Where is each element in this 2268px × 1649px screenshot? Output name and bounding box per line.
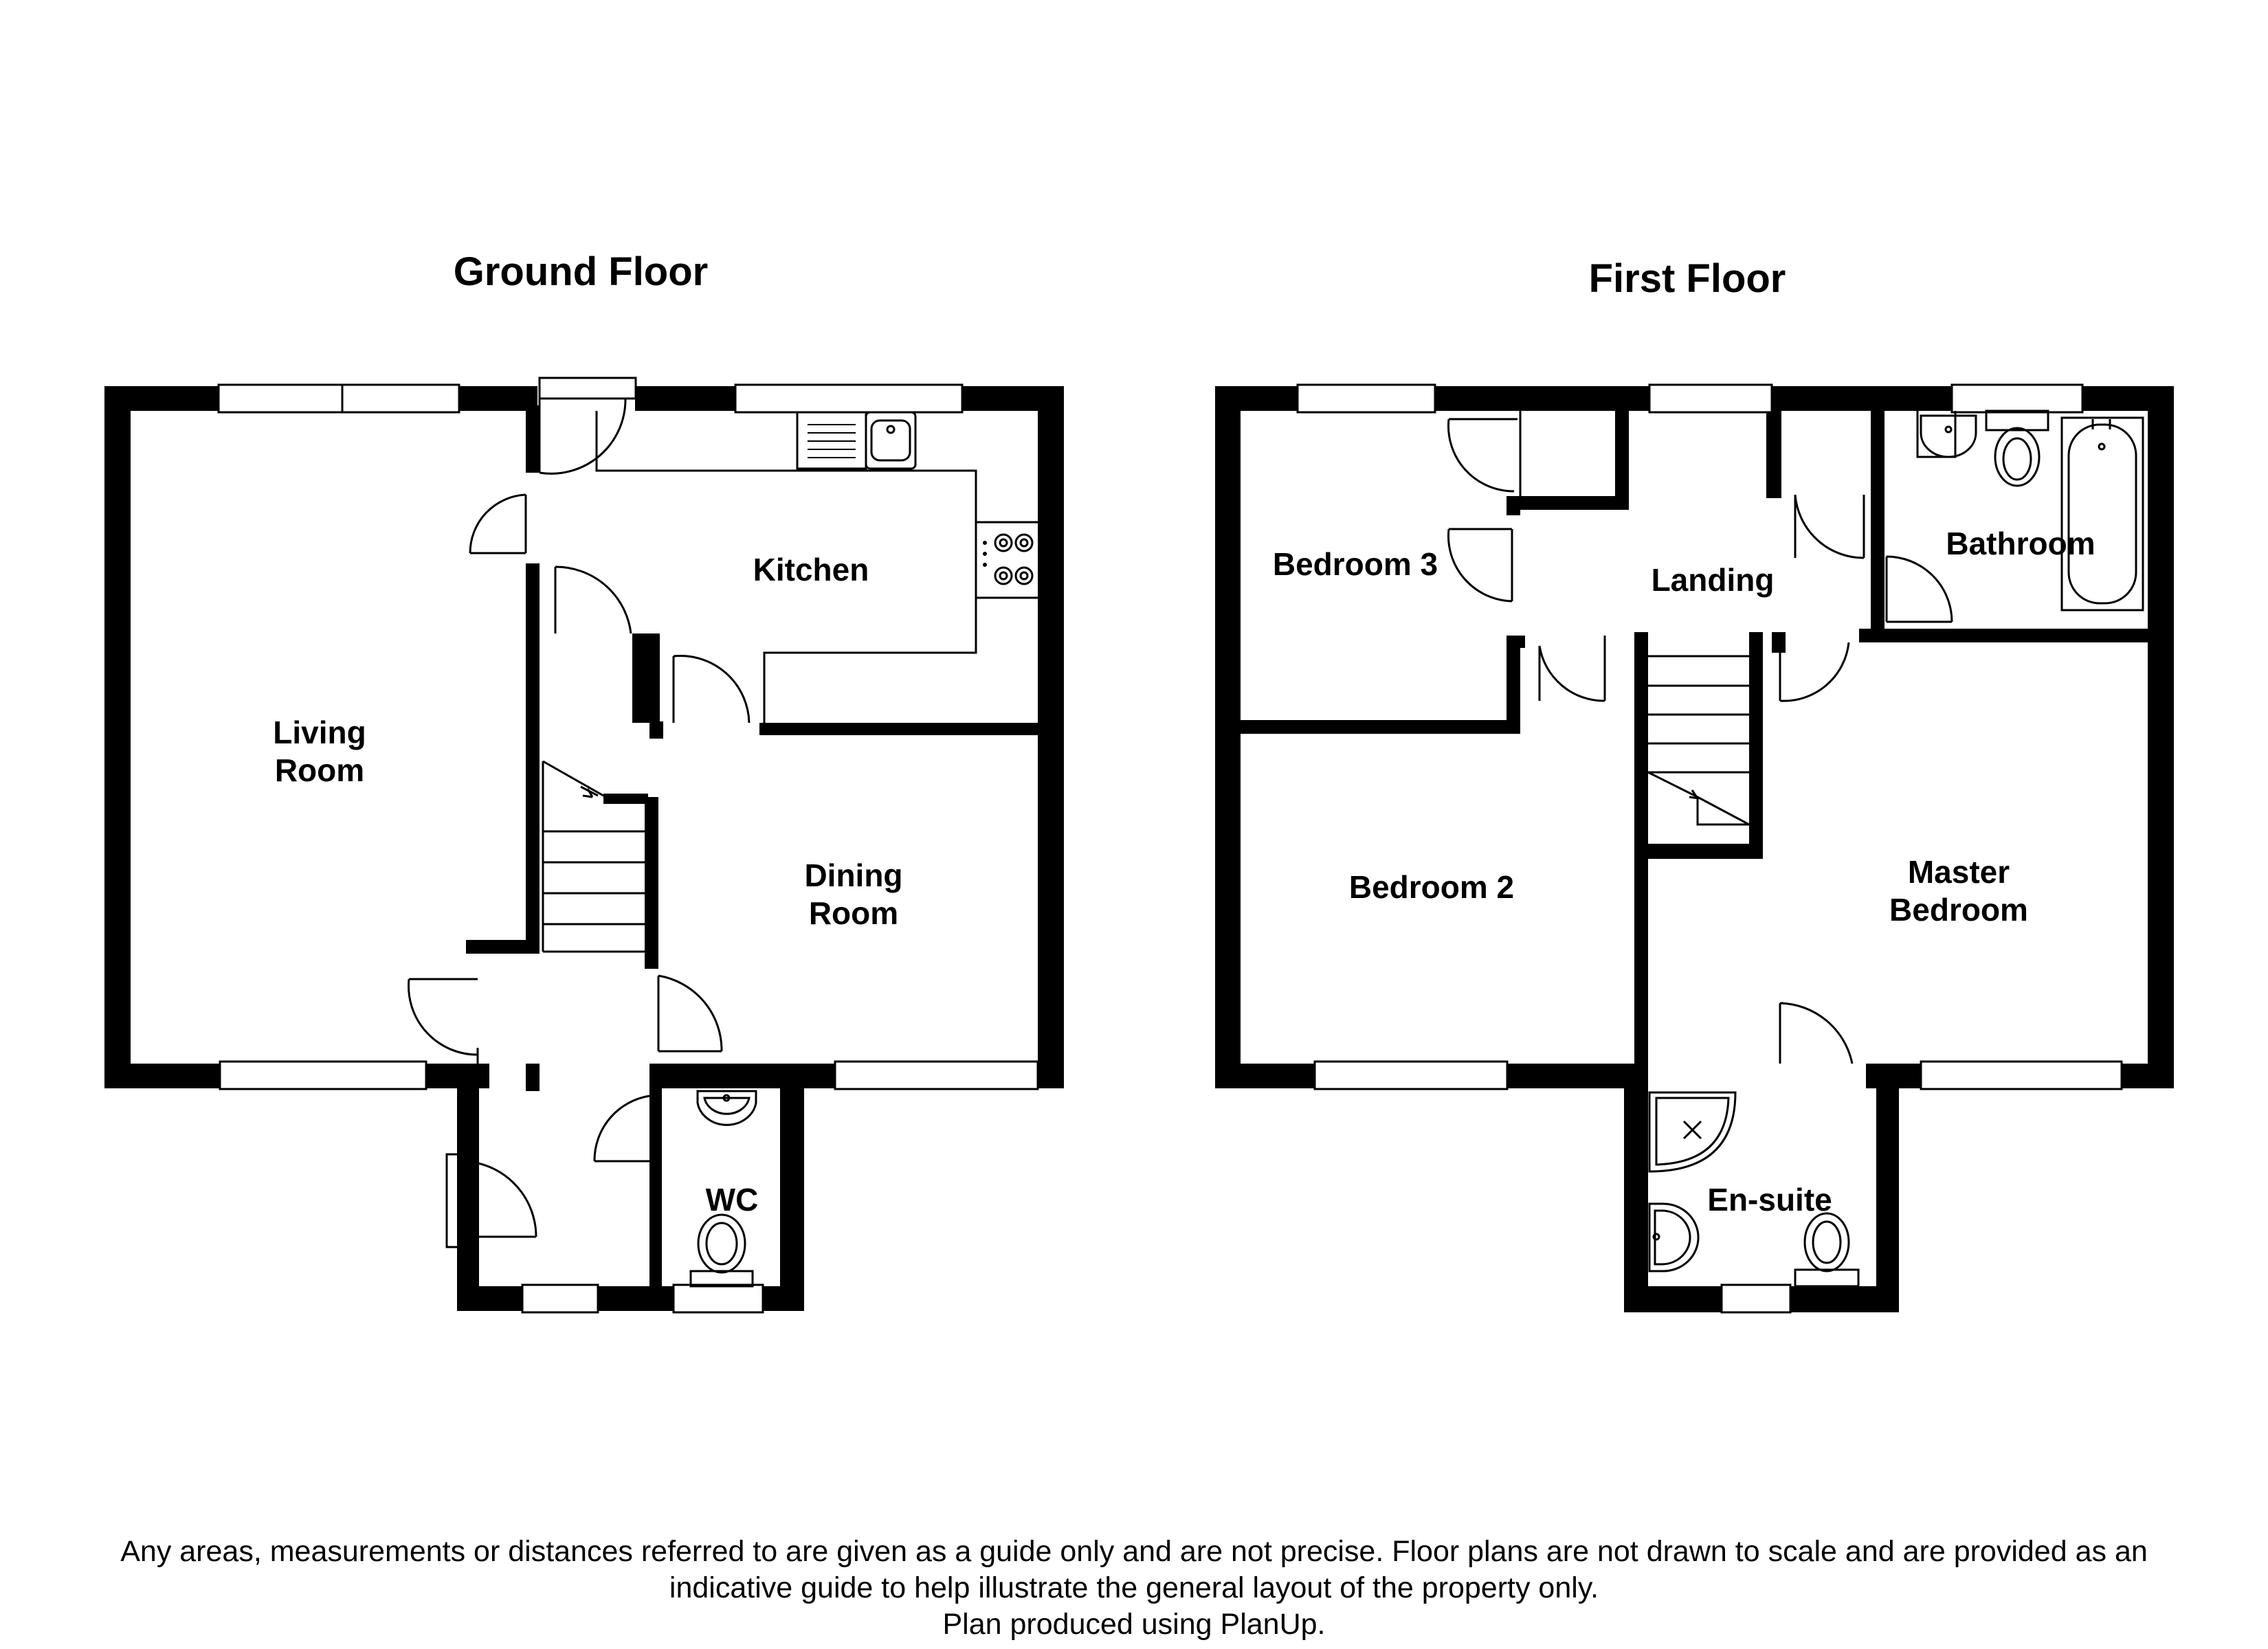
disclaimer-line: Plan produced using PlanUp. [942, 1608, 1326, 1641]
ground-floor-plan: Living Room Kitchen Dining Room WC [104, 377, 1064, 1314]
wall [645, 797, 658, 969]
door-hall-kitchen [554, 565, 632, 634]
hob-controls-icon [983, 541, 987, 567]
door-front [445, 1153, 537, 1248]
shower-icon [1648, 1091, 1737, 1173]
wall [526, 563, 540, 952]
wall [759, 723, 1048, 735]
door-hall-living [408, 978, 479, 1064]
sink-icon [865, 411, 917, 470]
window [219, 1060, 427, 1090]
wall [1859, 629, 2161, 642]
wall [649, 721, 663, 739]
door-bedroom-2 [1538, 636, 1606, 702]
window [1720, 1283, 1792, 1314]
disclaimer-line: Any areas, measurements or distances ref… [120, 1535, 2148, 1568]
window [1648, 383, 1773, 414]
window [521, 1283, 599, 1314]
wall [1507, 636, 1525, 648]
window [1950, 383, 2084, 414]
disclaimer: Any areas, measurements or distances ref… [0, 1534, 2268, 1643]
first-floor-plan: Bedroom 3 Landing Bathroom Bedroom 2 Mas… [1215, 383, 2174, 1314]
ground-floor-title: Ground Floor [454, 249, 709, 294]
first-floor-title: First Floor [1589, 256, 1786, 301]
bath-icon [2060, 416, 2144, 612]
wall [1615, 405, 1629, 510]
room-label-en-suite: En-suite [1707, 1182, 1832, 1218]
toilet-icon [1985, 410, 2049, 487]
wall [1634, 844, 1762, 859]
door-bathroom [1885, 555, 1953, 623]
window [672, 1283, 764, 1314]
door-bedroom-3 [1447, 528, 1513, 603]
basin-icon [696, 1090, 757, 1126]
wall [466, 940, 540, 954]
wall [1871, 1064, 1885, 1077]
room-label-master-bedroom: Bedroom [1889, 892, 2028, 928]
sink-icon [870, 419, 911, 462]
window [1920, 1060, 2123, 1090]
wall [1230, 720, 1520, 734]
door-back [538, 377, 637, 475]
wall [649, 1064, 662, 1287]
room-label-living-room: Living [273, 715, 366, 750]
staircase-ground [542, 760, 658, 953]
basin-icon [1916, 411, 1977, 458]
wall [1871, 405, 1882, 529]
staircase-first [1647, 655, 1750, 826]
wall [1749, 632, 1763, 859]
window [834, 1060, 1039, 1090]
room-label-living-room: Room [275, 752, 364, 788]
room-label-kitchen: Kitchen [753, 552, 869, 587]
wall [1038, 386, 1064, 1088]
room-label-bedroom-2: Bedroom 2 [1349, 869, 1514, 905]
door-kitchen-dining [672, 655, 751, 723]
door-living-kitchen [469, 493, 527, 554]
wall [1511, 496, 1627, 510]
wall [1876, 1064, 1899, 1312]
door-landing-cupboard [1794, 494, 1865, 559]
wall [1772, 632, 1786, 653]
wall [1766, 405, 1781, 498]
kitchen-worktop [595, 411, 977, 723]
window [1296, 383, 1436, 414]
room-label-bathroom: Bathroom [1946, 526, 2095, 561]
room-label-dining-room: Dining [804, 857, 902, 893]
room-label-landing: Landing [1652, 562, 1775, 598]
wall [457, 1064, 479, 1311]
basin-icon [1648, 1202, 1700, 1272]
door-bedroom-3-cupboard [1447, 418, 1517, 493]
room-label-master-bedroom: Master [1908, 854, 2010, 890]
wall [1507, 636, 1520, 734]
tap-icon [886, 425, 896, 434]
window [734, 383, 964, 414]
toilet-icon [1794, 1212, 1860, 1288]
room-label-wc: WC [706, 1182, 759, 1218]
room-label-dining-room: Room [809, 895, 898, 931]
wall [1624, 1064, 1648, 1312]
drainer-lines [808, 424, 856, 458]
room-label-bedroom-3: Bedroom 3 [1273, 546, 1438, 582]
window [1313, 1060, 1509, 1090]
wall [526, 1064, 540, 1091]
wall [780, 1064, 804, 1311]
door-master-bedroom [1779, 642, 1850, 702]
wall [632, 633, 660, 723]
door-hall-dining [657, 974, 723, 1053]
wall [104, 386, 131, 1088]
door-en-suite [1779, 1002, 1854, 1064]
disclaimer-line: indicative guide to help illustrate the … [669, 1571, 1599, 1604]
wall [526, 405, 540, 473]
door-wc [593, 1095, 650, 1163]
wall [2148, 386, 2174, 1088]
window [217, 383, 460, 414]
wall [1215, 386, 1241, 1088]
toilet-icon [689, 1213, 754, 1288]
hob-icon [994, 533, 1034, 585]
